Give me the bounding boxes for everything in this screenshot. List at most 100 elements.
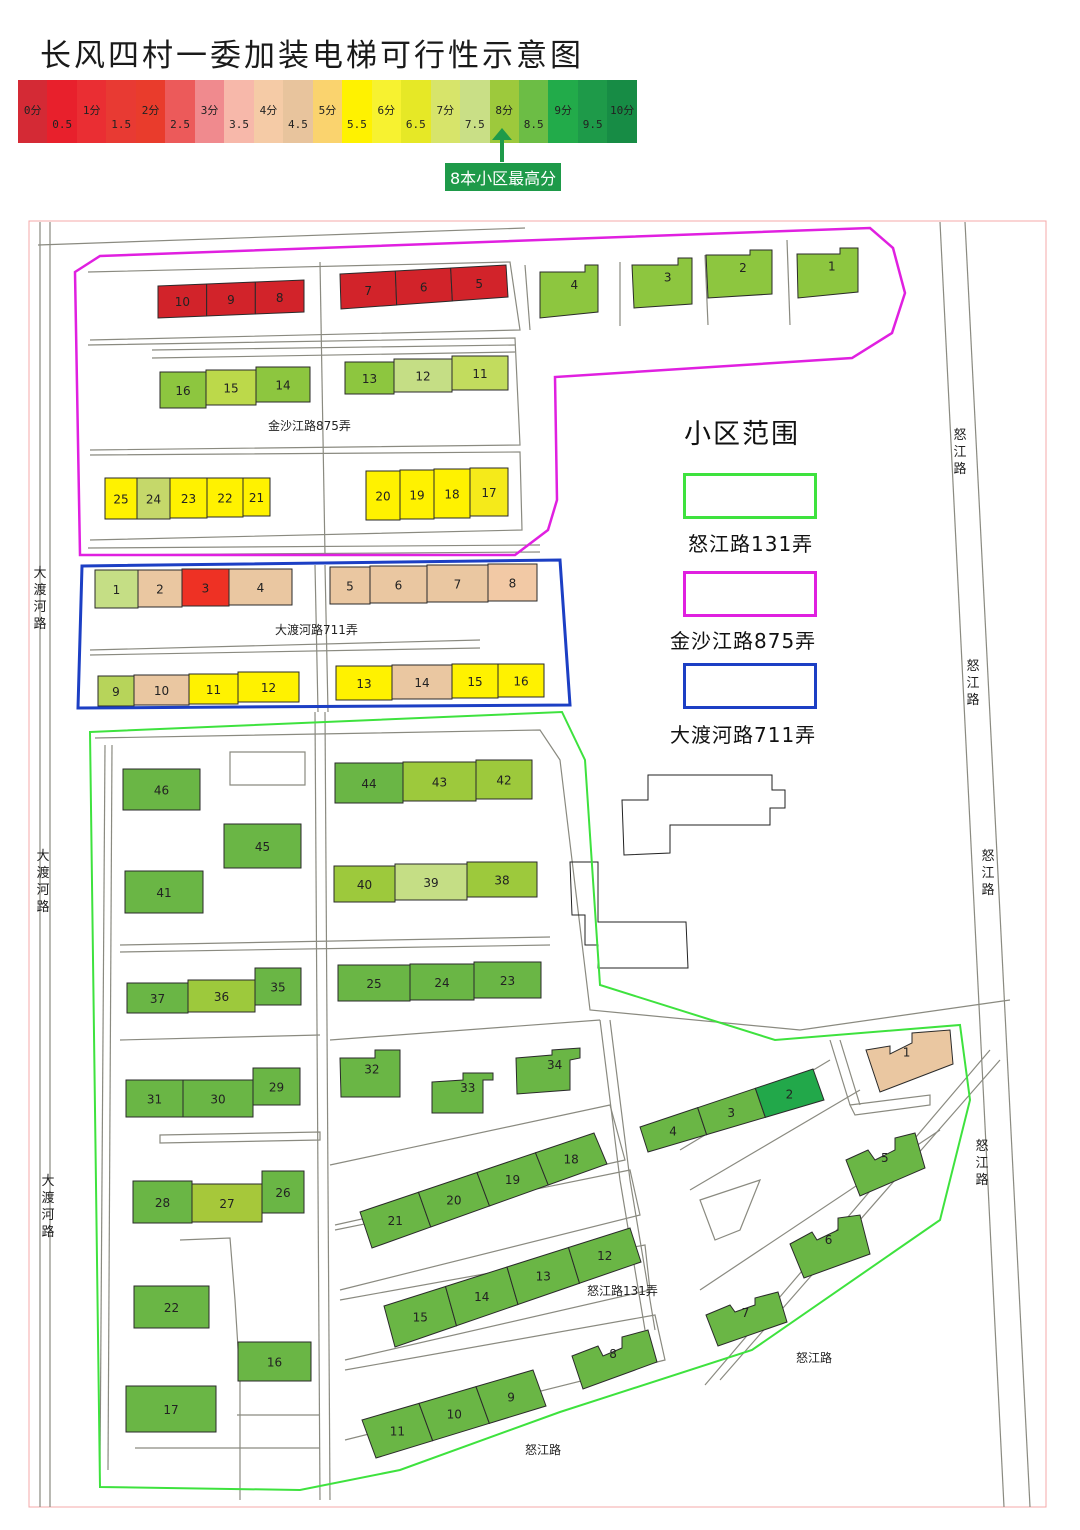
building-label: 14 (275, 379, 290, 393)
building-15 (451, 663, 499, 699)
road-outline (699, 1179, 762, 1241)
building-14 (255, 366, 311, 403)
road-label-dadu-3: 大渡河路 (41, 1174, 55, 1240)
building-label: 12 (597, 1249, 612, 1263)
scale-segment: 1分 (76, 80, 107, 143)
building-label: 10 (447, 1408, 462, 1422)
road-outline (94, 729, 1011, 1031)
building-4 (228, 568, 293, 606)
building-label: 5 (475, 277, 483, 291)
scale-label: 6.5 (405, 118, 426, 131)
building-label: 2 (739, 261, 747, 275)
building-25 (337, 964, 411, 1002)
building-label: 2 (156, 583, 164, 597)
unrated-building (569, 861, 689, 969)
scale-label: 0.5 (52, 118, 73, 131)
road-outline (939, 221, 1005, 1508)
building-label: 42 (496, 774, 511, 788)
building-label: 22 (217, 492, 232, 506)
road-outline (87, 544, 541, 549)
building-label: 20 (446, 1193, 461, 1207)
building-label: 10 (154, 684, 169, 698)
building-12 (393, 358, 453, 393)
building-5 (329, 566, 371, 605)
building-38 (466, 861, 538, 898)
legend-swatch-nujiang (683, 473, 817, 519)
scale-segment: 2分 (135, 80, 166, 143)
building-label: 13 (536, 1270, 551, 1284)
road-outline (839, 1039, 861, 1106)
road-outline (324, 711, 331, 1501)
building-label: 4 (571, 278, 579, 292)
road-outline (89, 639, 481, 651)
building-34 (515, 1047, 581, 1095)
building-label: 14 (414, 676, 429, 690)
building-30 (182, 1079, 254, 1118)
scale-segment: 9.5 (577, 80, 608, 143)
building-5 (450, 264, 509, 302)
building-37 (126, 982, 189, 1014)
scale-label: 0分 (23, 104, 42, 117)
building-label: 2 (786, 1088, 794, 1102)
building-13 (344, 361, 395, 395)
building-label: 12 (415, 370, 430, 384)
building-11 (188, 673, 239, 705)
scale-segment: 10分 (607, 80, 637, 143)
building-label: 9 (112, 685, 120, 699)
building-label: 15 (413, 1310, 428, 1324)
building-32 (339, 1049, 401, 1098)
building-12 (237, 671, 300, 703)
road-outline (524, 264, 531, 331)
scale-label: 5.5 (346, 118, 367, 131)
building-18 (433, 468, 471, 519)
legend-swatch-dadu (683, 663, 817, 709)
building-label: 26 (275, 1186, 290, 1200)
building-label: 15 (223, 382, 238, 396)
building-45 (223, 823, 302, 869)
scale-segment: 6.5 (401, 80, 431, 143)
building-8 (571, 1329, 658, 1390)
building-label: 17 (163, 1403, 178, 1417)
road-outline (689, 1089, 861, 1191)
building-label: 19 (409, 489, 424, 503)
scale-segment: 8.5 (518, 80, 549, 143)
road-outline (151, 344, 516, 351)
road-outline (159, 1131, 321, 1144)
scale-label: 1.5 (111, 118, 132, 131)
building-label: 30 (210, 1093, 225, 1107)
scale-segment: 7分 (430, 80, 461, 143)
road-outline (119, 944, 551, 953)
scale-label: 5分 (318, 104, 337, 117)
road-outline (786, 239, 791, 326)
scale-label: 2分 (141, 104, 160, 117)
building-label: 6 (420, 280, 428, 294)
road-outline (964, 221, 1031, 1508)
building-label: 34 (547, 1058, 562, 1072)
building-label: 23 (500, 974, 515, 988)
road-outline (87, 337, 521, 451)
building-label: 33 (460, 1081, 475, 1095)
scale-segment: 5.5 (342, 80, 372, 143)
building-16 (159, 371, 207, 409)
building-label: 3 (202, 582, 210, 596)
building-label: 21 (388, 1214, 403, 1228)
building-label: 6 (395, 579, 403, 593)
road-label-dadu-1: 大渡河路 (33, 566, 47, 632)
building-label: 12 (261, 681, 276, 695)
building-label: 18 (564, 1153, 579, 1167)
arrow-shaft (500, 134, 504, 162)
scale-segment: 9分 (548, 80, 578, 143)
scale-label: 4分 (259, 104, 278, 117)
building-27 (191, 1183, 263, 1223)
building-2 (754, 1068, 825, 1118)
building-label: 8 (509, 577, 517, 591)
building-17 (469, 467, 509, 517)
building-label: 18 (444, 488, 459, 502)
building-label: 21 (249, 491, 264, 505)
road-outline (314, 564, 319, 713)
building-13 (335, 665, 393, 701)
building-44 (334, 762, 404, 804)
building-label: 44 (361, 777, 376, 791)
building-label: 3 (664, 270, 672, 284)
legend-label-dadu: 大渡河路711弄 (670, 723, 817, 747)
